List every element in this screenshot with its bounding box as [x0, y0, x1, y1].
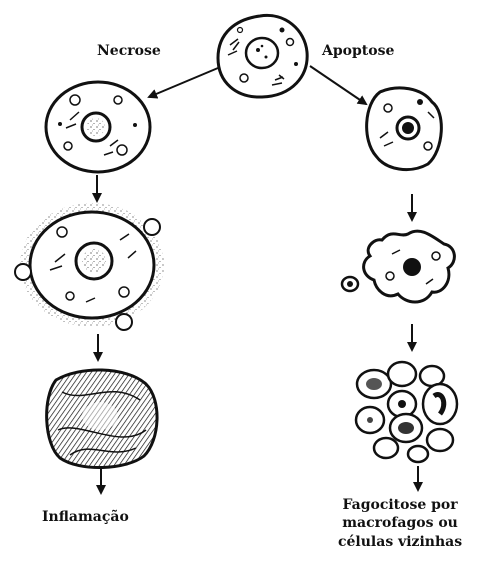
ruptured-cell-icon	[15, 203, 164, 330]
arrow-to-necrose	[149, 68, 218, 97]
normal-cell-icon	[218, 15, 307, 97]
blebbing-cell-icon	[342, 231, 454, 302]
fagocitose-line-3: células vizinhas	[338, 533, 462, 551]
fagocitose-line-2: macrofagos ou	[338, 514, 462, 532]
swollen-cell-icon	[46, 82, 150, 172]
necrose-label: Necrose	[97, 44, 161, 58]
inflamacao-label: Inflamação	[42, 510, 129, 524]
necrotic-mass-icon	[47, 370, 157, 468]
fagocitose-line-1: Fagocitose por	[338, 496, 462, 514]
shrunken-cell-icon	[367, 88, 442, 170]
arrow-to-apoptose	[310, 66, 366, 104]
fagocitose-label: Fagocitose por macrofagos ou células viz…	[338, 496, 462, 551]
apoptotic-bodies-icon	[356, 362, 457, 462]
apoptose-label: Apoptose	[322, 44, 394, 58]
